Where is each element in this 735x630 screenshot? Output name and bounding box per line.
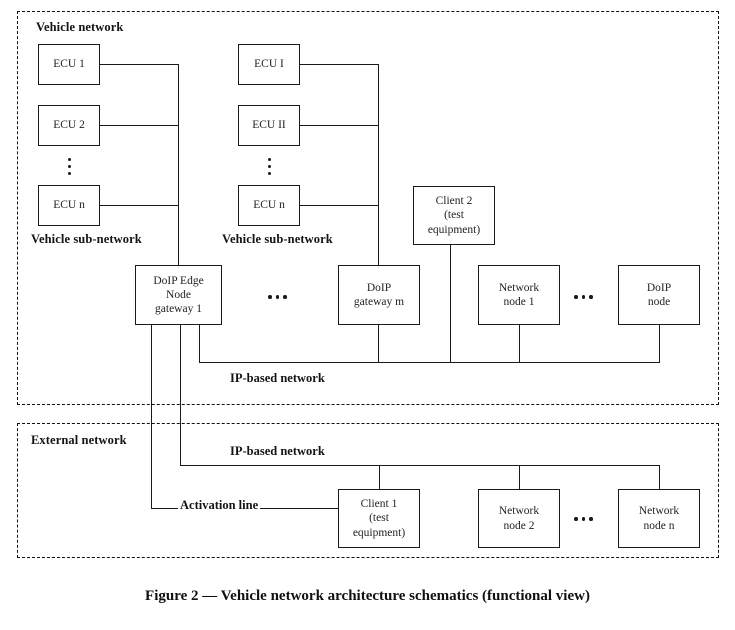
doip-edge-node-gateway-1-box[interactable]: DoIP Edge Node gateway 1 — [135, 265, 222, 325]
edge-gateway-to-vehicle-bus-segment — [199, 325, 201, 363]
client-1-box[interactable]: Client 1 (test equipment) — [338, 489, 420, 548]
doip-gateway-m-drop-line — [378, 325, 380, 363]
ecu-n-2-link — [300, 205, 379, 207]
vehicle-node-row-ellipsis — [574, 293, 600, 301]
activation-line-label: Activation line — [178, 498, 261, 513]
ecu-vertical-ellipsis-1 — [62, 154, 76, 175]
doip-node-drop-line — [659, 325, 661, 363]
external-node-row-ellipsis — [574, 515, 600, 523]
vehicle-subnetwork-1-label: Vehicle sub-network — [31, 232, 142, 246]
ecu-n-link — [100, 205, 179, 207]
client-2-drop-line — [450, 245, 452, 363]
ecu-vertical-ellipsis-2 — [262, 154, 276, 175]
network-node-2-drop-line — [519, 465, 521, 489]
ecu-box-I[interactable]: ECU I — [238, 44, 300, 85]
network-node-n-box[interactable]: Network node n — [618, 489, 700, 548]
external-network-label: External network — [31, 433, 127, 447]
ecu-I-link — [300, 64, 379, 66]
external-network-region — [17, 423, 719, 558]
ecu-box-n-2[interactable]: ECU n — [238, 185, 300, 226]
ecu-box-2[interactable]: ECU 2 — [38, 105, 100, 146]
client-1-drop-line — [379, 465, 381, 489]
network-node-1-box[interactable]: Network node 1 — [478, 265, 560, 325]
doip-gateway-m-box[interactable]: DoIP gateway m — [338, 265, 420, 325]
ecu-1-link — [100, 64, 179, 66]
ecu-box-II[interactable]: ECU II — [238, 105, 300, 146]
vehicle-subnetwork-2-label: Vehicle sub-network — [222, 232, 333, 246]
network-node-2-box[interactable]: Network node 2 — [478, 489, 560, 548]
network-node-n-drop-line — [659, 465, 661, 489]
edge-gateway-to-external-bus-segment — [180, 325, 182, 466]
vehicle-ip-bus — [199, 362, 660, 364]
ecu-box-n[interactable]: ECU n — [38, 185, 100, 226]
external-ip-network-label: IP-based network — [228, 444, 327, 459]
client-2-box[interactable]: Client 2 (test equipment) — [413, 186, 495, 245]
subnetwork-2-bus — [378, 64, 380, 266]
external-ip-bus — [180, 465, 660, 467]
vehicle-ip-network-label: IP-based network — [228, 371, 327, 386]
doip-node-box[interactable]: DoIP node — [618, 265, 700, 325]
subnetwork-1-bus — [178, 64, 180, 266]
ecu-box-1[interactable]: ECU 1 — [38, 44, 100, 85]
vehicle-network-region — [17, 11, 719, 405]
network-node-1-drop-line — [519, 325, 521, 363]
ecu-2-link — [100, 125, 179, 127]
figure-caption: Figure 2 — Vehicle network architecture … — [145, 588, 590, 604]
gateway-row-ellipsis — [268, 293, 294, 301]
ecu-II-link — [300, 125, 379, 127]
vehicle-network-label: Vehicle network — [36, 20, 124, 34]
edge-gateway-activation-segment — [151, 325, 153, 509]
